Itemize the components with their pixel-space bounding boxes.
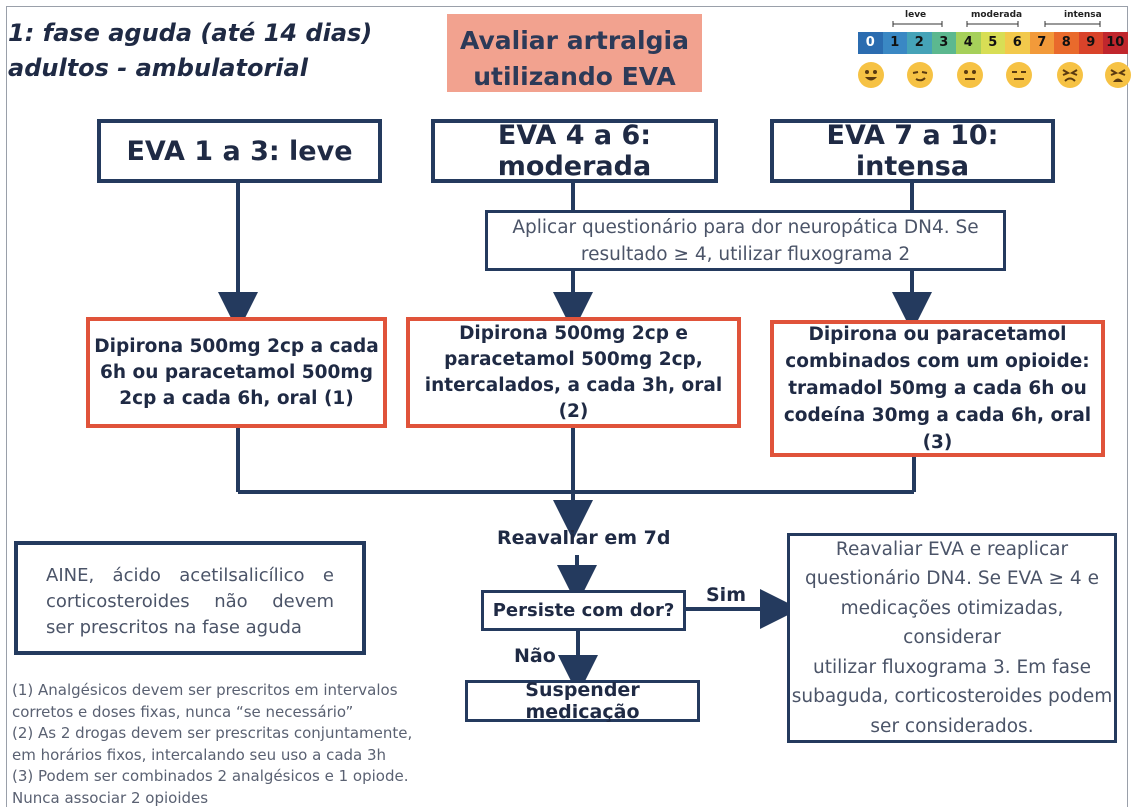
treatment-moderada-line-3: intercalados, a cada 3h, oral (2) [410, 373, 737, 425]
dn4-line-2: resultado ≥ 4, utilizar fluxograma 2 [581, 241, 910, 268]
treatment-moderada-line-1: Dipirona 500mg 2cp e [459, 321, 688, 347]
reeval-line-4: utilizar fluxograma 3. Em fase [813, 653, 1091, 683]
footnote-line-4: em horários fixos, intercalando seu uso … [12, 745, 422, 767]
treatment-leve-line-1: Dipirona 500mg 2cp a cada [94, 334, 378, 360]
treatment-intensa-line-4: codeína 30mg a cada 6h, oral (3) [774, 402, 1101, 456]
treatment-leve-line-3: 2cp a cada 6h, oral (1) [119, 386, 353, 412]
reeval-line-2: questionário DN4. Se EVA ≥ 4 e [805, 564, 1099, 594]
footnote-line-3: (2) As 2 drogas devem ser prescritas con… [12, 723, 422, 745]
scale-cell-8: 8 [1054, 32, 1079, 54]
grimace-icon [1057, 62, 1083, 88]
footnote-line-2: corretos e doses fixas, nunca “se necess… [12, 702, 422, 724]
treatment-leve-line-2: 6h ou paracetamol 500mg [100, 360, 373, 386]
aine-line-2: corticosteroides não devem [46, 589, 334, 615]
aine-line-3: ser prescritos na fase aguda [46, 615, 334, 641]
treatment-moderada-line-2: paracetamol 500mg 2cp, [444, 347, 703, 373]
reeval-line-3: medicações otimizadas, considerar [790, 594, 1114, 653]
dn4-line-1: Aplicar questionário para dor neuropátic… [512, 214, 978, 241]
scale-cell-10: 10 [1103, 32, 1128, 54]
footnote-line-5: (3) Podem ser combinados 2 analgésicos e… [12, 766, 422, 788]
reevaluation-box: Reavaliar EVA e reaplicar questionário D… [787, 533, 1117, 743]
reeval-line-1: Reavaliar EVA e reaplicar [836, 535, 1068, 565]
treatment-box-moderada: Dipirona 500mg 2cp e paracetamol 500mg 2… [406, 317, 741, 428]
dn4-box: Aplicar questionário para dor neuropátic… [485, 210, 1006, 271]
scale-cell-0: 0 [858, 32, 883, 54]
treatment-intensa-line-3: tramadol 50mg a cada 6h ou [788, 375, 1087, 402]
treatment-box-intensa: Dipirona ou paracetamol combinados com u… [770, 320, 1105, 457]
smile-slight-icon [907, 62, 933, 88]
footnotes: (1) Analgésicos devem ser prescritos em … [12, 680, 422, 809]
expressionless-icon [1006, 62, 1032, 88]
footnote-line-6: Nunca associar 2 opioides [12, 788, 422, 809]
eva-box-leve: EVA 1 a 3: leve [97, 119, 382, 183]
scale-cell-9: 9 [1079, 32, 1104, 54]
sim-label: Sim [706, 584, 746, 606]
smile-grin-icon [858, 62, 884, 88]
scale-cell-1: 1 [883, 32, 908, 54]
aine-line-1: AINE, ácido acetilsalicílico e [46, 563, 334, 589]
scale-cell-6: 6 [1005, 32, 1030, 54]
neutral-icon [957, 62, 983, 88]
suspender-box: Suspender medicação [465, 680, 700, 722]
scale-cell-4: 4 [956, 32, 981, 54]
footnote-line-1: (1) Analgésicos devem ser prescritos em … [12, 680, 422, 702]
scale-cell-3: 3 [932, 32, 957, 54]
eva-box-moderada: EVA 4 a 6: moderada [431, 119, 718, 183]
aine-box: AINE, ácido acetilsalicílico e corticost… [14, 541, 366, 655]
nao-label: Não [514, 645, 556, 667]
reeval-line-6: ser considerados. [870, 712, 1033, 742]
reeval-line-5: subaguda, corticosteroides podem [792, 682, 1113, 712]
persiste-box: Persiste com dor? [481, 590, 686, 631]
treatment-intensa-line-1: Dipirona ou paracetamol [808, 321, 1066, 348]
reavaliar-label: Reavaliar em 7d [497, 527, 671, 549]
crying-icon [1105, 62, 1131, 88]
treatment-box-leve: Dipirona 500mg 2cp a cada 6h ou paraceta… [86, 317, 387, 428]
scale-cell-5: 5 [981, 32, 1006, 54]
scale-cell-7: 7 [1030, 32, 1055, 54]
scale-cell-2: 2 [907, 32, 932, 54]
treatment-intensa-line-2: combinados com um opioide: [785, 348, 1089, 375]
eva-box-intensa: EVA 7 a 10: intensa [770, 119, 1055, 183]
